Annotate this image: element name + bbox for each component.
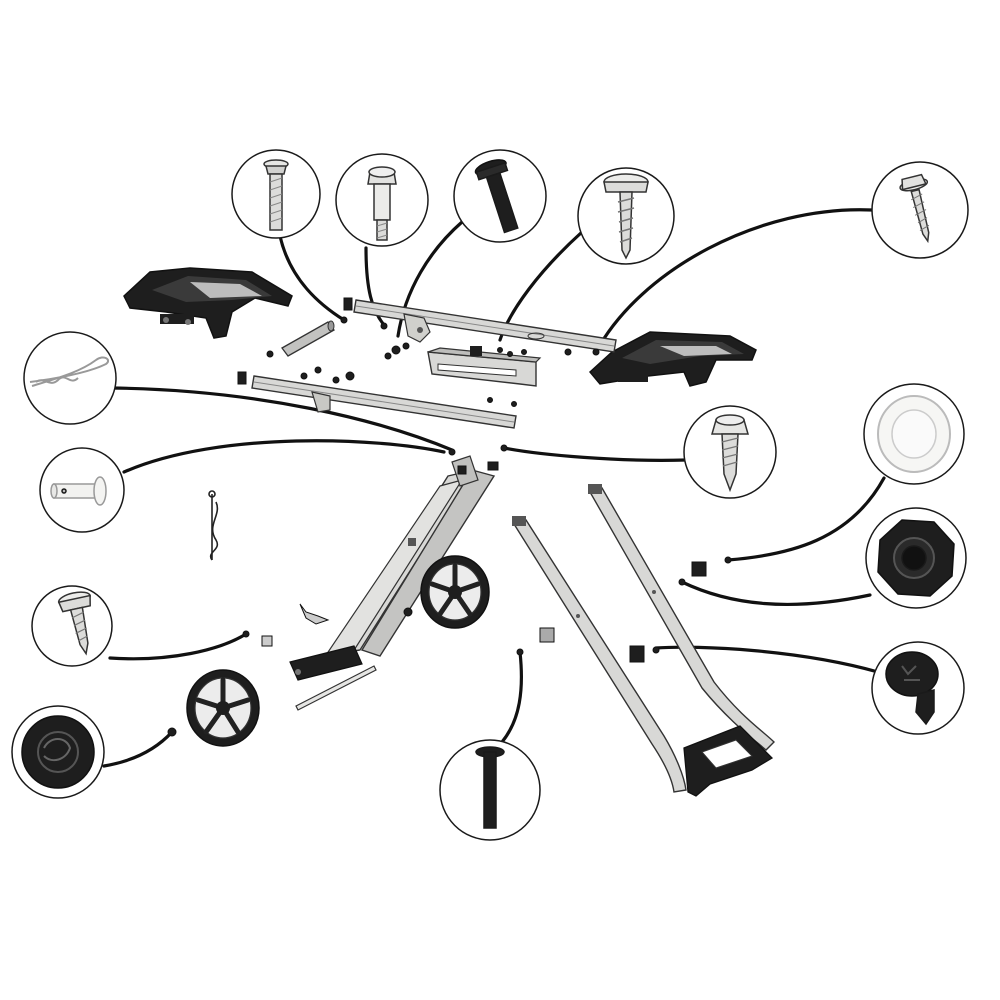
callout-c5 <box>871 161 969 259</box>
callout-c14 <box>439 739 541 841</box>
leader-line-c9 <box>726 476 886 562</box>
callout-c6 <box>23 331 117 425</box>
phillips-machine-screw-icon <box>263 159 289 231</box>
handle-grip <box>683 725 774 797</box>
hair-pin-clip-icon <box>29 356 110 387</box>
left-support-bracket <box>123 267 293 339</box>
right-leg-tube <box>588 484 775 751</box>
leader-line-c6 <box>110 386 454 452</box>
leader-line-c10 <box>680 580 872 606</box>
self-drilling-hex-screw-icon <box>711 414 749 493</box>
center-slide-bracket <box>427 346 542 387</box>
callout-c9 <box>863 383 965 485</box>
leader-line-c13 <box>102 730 174 768</box>
leader-line-c8 <box>502 446 688 462</box>
leader-line-c7 <box>122 439 446 474</box>
callout-c4 <box>577 167 675 265</box>
hex-shoulder-bolt-icon <box>367 166 397 241</box>
axle-rod <box>295 665 377 711</box>
callout-c1 <box>231 149 321 239</box>
hair-pin-cotter <box>208 490 219 561</box>
leader-line-c1 <box>278 234 346 322</box>
leader-line-c12 <box>108 632 248 661</box>
leader-line-c5 <box>594 208 874 354</box>
black-self-tapping-screw-icon <box>885 651 939 726</box>
spacer-tube <box>281 320 335 357</box>
callout-c10 <box>865 507 967 609</box>
nylon-lock-nut-icon <box>877 519 955 597</box>
left-leg-tube <box>512 516 687 793</box>
small-hardware <box>167 297 732 737</box>
phillips-truss-screw-icon <box>57 591 91 656</box>
callout-c11 <box>871 641 965 735</box>
leader-line-c3 <box>396 220 464 338</box>
pan-head-tapping-screw-icon <box>603 173 649 260</box>
black-pan-head-bolt-icon <box>474 159 519 234</box>
hex-washer-head-screw-icon <box>899 173 930 244</box>
leader-line-c14 <box>500 650 523 744</box>
end-cap-icon <box>877 395 951 473</box>
left-wheel <box>186 669 260 747</box>
clevis-pin-icon <box>50 476 107 506</box>
callout-c3 <box>453 149 547 243</box>
rear-cross-rail <box>353 299 617 353</box>
callout-c12 <box>31 585 113 667</box>
leader-line-c11 <box>654 645 880 674</box>
folding-leg-frame <box>289 455 496 681</box>
leader-lines <box>102 208 886 768</box>
callout-c7 <box>39 447 125 533</box>
leader-line-c2 <box>364 246 386 327</box>
right-wheel <box>420 555 490 629</box>
callout-c13 <box>11 705 105 799</box>
callout-c8 <box>683 405 777 499</box>
wheel-hub-cap-icon <box>21 715 95 789</box>
front-cross-rail <box>251 375 517 429</box>
callout-c2 <box>335 153 429 247</box>
long-carriage-bolt-icon <box>475 746 505 829</box>
right-support-bracket <box>588 331 757 387</box>
callouts <box>11 149 969 841</box>
